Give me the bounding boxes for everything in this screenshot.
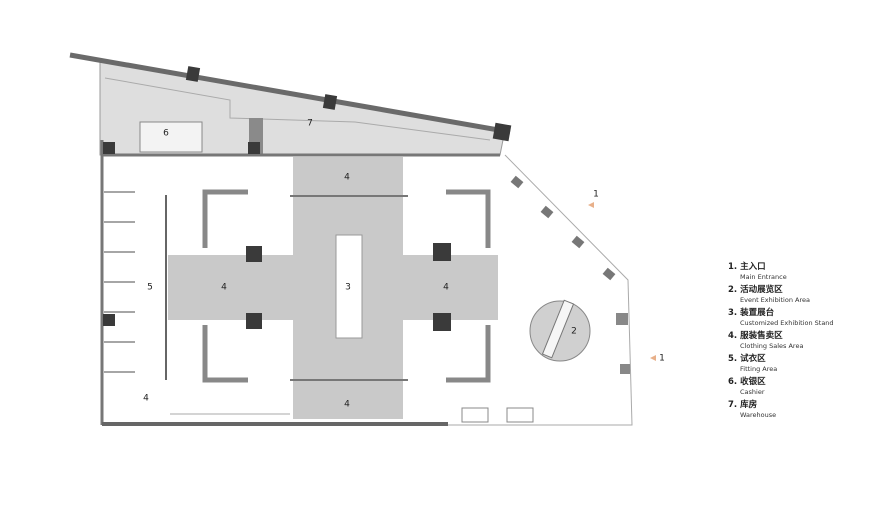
zone-label-sales-left: 4 <box>221 283 227 293</box>
legend: 1. 主入口 Main Entrance 2. 活动展览区 Event Exhi… <box>728 262 873 423</box>
entrance-arrow-icon <box>650 355 656 361</box>
legend-item: 3. 装置展台 Customized Exhibition Stand <box>728 308 873 328</box>
legend-item-en: Customized Exhibition Stand <box>740 319 834 327</box>
shelf-l-bottom-left <box>202 325 248 383</box>
zone-label-entrance-1: 1 <box>593 190 599 200</box>
legend-item: 4. 服装售卖区 Clothing Sales Area <box>728 331 873 351</box>
fitting-rooms <box>104 191 135 373</box>
zone-label-warehouse: 7 <box>307 119 313 129</box>
sales-zone-horizontal <box>168 255 498 320</box>
zone-label-sales-corner: 4 <box>143 394 149 404</box>
zone-label-sales-bottom: 4 <box>344 400 350 410</box>
legend-item-en: Warehouse <box>740 411 777 419</box>
column <box>492 122 512 142</box>
legend-item: 1. 主入口 Main Entrance <box>728 262 873 282</box>
legend-item-en: Clothing Sales Area <box>740 342 804 350</box>
shelf-l-top-left <box>202 189 248 248</box>
warehouse-shelf-line <box>104 77 491 141</box>
column <box>103 314 115 326</box>
legend-item: 5. 试衣区 Fitting Area <box>728 354 873 374</box>
zone-label-event: 2 <box>571 327 577 337</box>
zone-label-fitting: 5 <box>147 283 153 293</box>
exhibition-stand <box>335 234 363 339</box>
column <box>248 142 260 154</box>
legend-item-en: Event Exhibition Area <box>740 296 810 304</box>
column <box>246 313 262 329</box>
cash-display <box>461 407 489 423</box>
top-wall <box>69 52 511 135</box>
column <box>433 313 451 331</box>
legend-item-en: Fitting Area <box>740 365 778 373</box>
legend-item-en: Main Entrance <box>740 273 787 281</box>
legend-item-en: Cashier <box>740 388 765 396</box>
event-exhibit <box>541 299 575 359</box>
column <box>246 246 262 262</box>
legend-item: 2. 活动展览区 Event Exhibition Area <box>728 285 873 305</box>
column <box>433 243 451 261</box>
legend-item-cn: 1. 主入口 <box>728 262 766 272</box>
shelf-l-bottom-right <box>446 325 491 383</box>
cashier-counter <box>139 121 203 153</box>
shelf-l-top-right <box>446 189 491 248</box>
column <box>322 94 338 110</box>
cash-display <box>506 407 534 423</box>
column <box>185 66 201 82</box>
column <box>103 142 115 154</box>
legend-item-cn: 6. 收银区 <box>728 377 766 387</box>
legend-item-cn: 5. 试衣区 <box>728 354 766 364</box>
zone-label-sales-right: 4 <box>443 283 449 293</box>
zone-label-entrance-2: 1 <box>659 354 665 364</box>
entrance-displays <box>510 175 630 374</box>
legend-item-cn: 2. 活动展览区 <box>728 285 783 295</box>
entrance-boundary <box>448 154 633 426</box>
legend-item-cn: 7. 库房 <box>728 400 758 410</box>
legend-item-cn: 3. 装置展台 <box>728 308 775 318</box>
zone-label-stand: 3 <box>345 283 351 293</box>
legend-item-cn: 4. 服装售卖区 <box>728 331 783 341</box>
entrance-arrow-icon <box>588 202 594 208</box>
zone-label-cashier: 6 <box>163 129 169 139</box>
legend-item: 7. 库房 Warehouse <box>728 400 873 420</box>
legend-item: 6. 收银区 Cashier <box>728 377 873 397</box>
zone-label-sales-top: 4 <box>344 173 350 183</box>
